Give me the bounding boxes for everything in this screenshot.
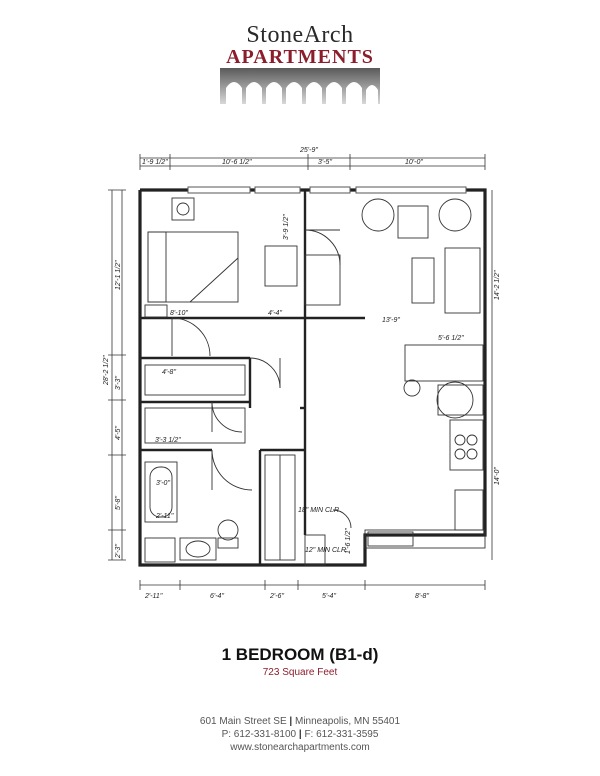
brand-logo: StoneArch APARTMENTS	[216, 22, 384, 106]
dim-overall-depth: 28'-2 1/2"	[103, 355, 110, 386]
unit-name: 1 BEDROOM (B1-d)	[221, 645, 379, 664]
dim-interior-10: 1'-6 1/2"	[345, 528, 352, 554]
logo-name-line2: APARTMENTS	[226, 46, 374, 68]
dim-right-1: 14'-2 1/2"	[494, 270, 501, 300]
floor-plan: 25'-9" 1'-9 1/2" 10'-6 1/2" 3'-5" 10'-0"…	[103, 147, 501, 600]
dim-left-4: 5'-8"	[115, 496, 122, 510]
dim-overall-width: 25'-9"	[299, 147, 318, 154]
dim-top-4: 10'-0"	[405, 159, 423, 166]
dim-top-1: 1'-9 1/2"	[142, 159, 168, 166]
stone-arch-bridge-icon	[220, 68, 380, 104]
dim-interior-7: 3'-3 1/2"	[155, 437, 181, 444]
clearance-note-18: 18" MIN CLR	[298, 507, 339, 514]
dim-bottom-5: 8'-8"	[415, 593, 429, 600]
dim-right-2: 14'-0"	[494, 467, 501, 485]
dim-interior-5: 5'-6 1/2"	[438, 335, 464, 342]
city-state-zip: Minneapolis, MN 55401	[295, 716, 401, 727]
dim-left-1: 12'-1 1/2"	[115, 260, 122, 290]
dim-top-2: 10'-6 1/2"	[222, 159, 252, 166]
dim-top-3: 3'-5"	[318, 159, 332, 166]
phone-line: P: 612-331-8100 | F: 612-331-3595	[221, 729, 379, 740]
clearance-note-12: 12" MIN CLR	[305, 547, 346, 554]
dim-bottom-3: 2'-6"	[269, 593, 284, 600]
unit-size: 723 Square Feet	[262, 667, 338, 678]
dim-interior-3: 4'-4"	[268, 310, 282, 317]
fax-number: F: 612-331-3595	[304, 729, 379, 740]
dim-bottom-1: 2'-11"	[144, 593, 163, 600]
dim-interior-4: 13'-9"	[382, 317, 400, 324]
dim-interior-6: 4'-8"	[162, 369, 176, 376]
dim-left-3: 4'-5"	[115, 426, 122, 440]
logo-name-line1: StoneArch	[246, 22, 354, 48]
phone-number: P: 612-331-8100	[221, 729, 297, 740]
dim-interior-8: 3'-0"	[156, 480, 170, 487]
dim-bottom-4: 5'-4"	[322, 593, 336, 600]
dim-left-2: 3'-3"	[115, 376, 122, 390]
dim-interior-9: 2'-11"	[155, 513, 174, 520]
street-address: 601 Main Street SE	[199, 716, 287, 727]
dim-left-5: 2'-3"	[115, 544, 122, 559]
address-line: 601 Main Street SE | Minneapolis, MN 554…	[199, 716, 401, 727]
dim-interior-2: 8'-10"	[170, 310, 188, 317]
dim-interior-1: 3'-9 1/2"	[283, 214, 290, 240]
website-link[interactable]: www.stonearchapartments.com	[230, 742, 370, 753]
dim-bottom-2: 6'-4"	[210, 593, 224, 600]
